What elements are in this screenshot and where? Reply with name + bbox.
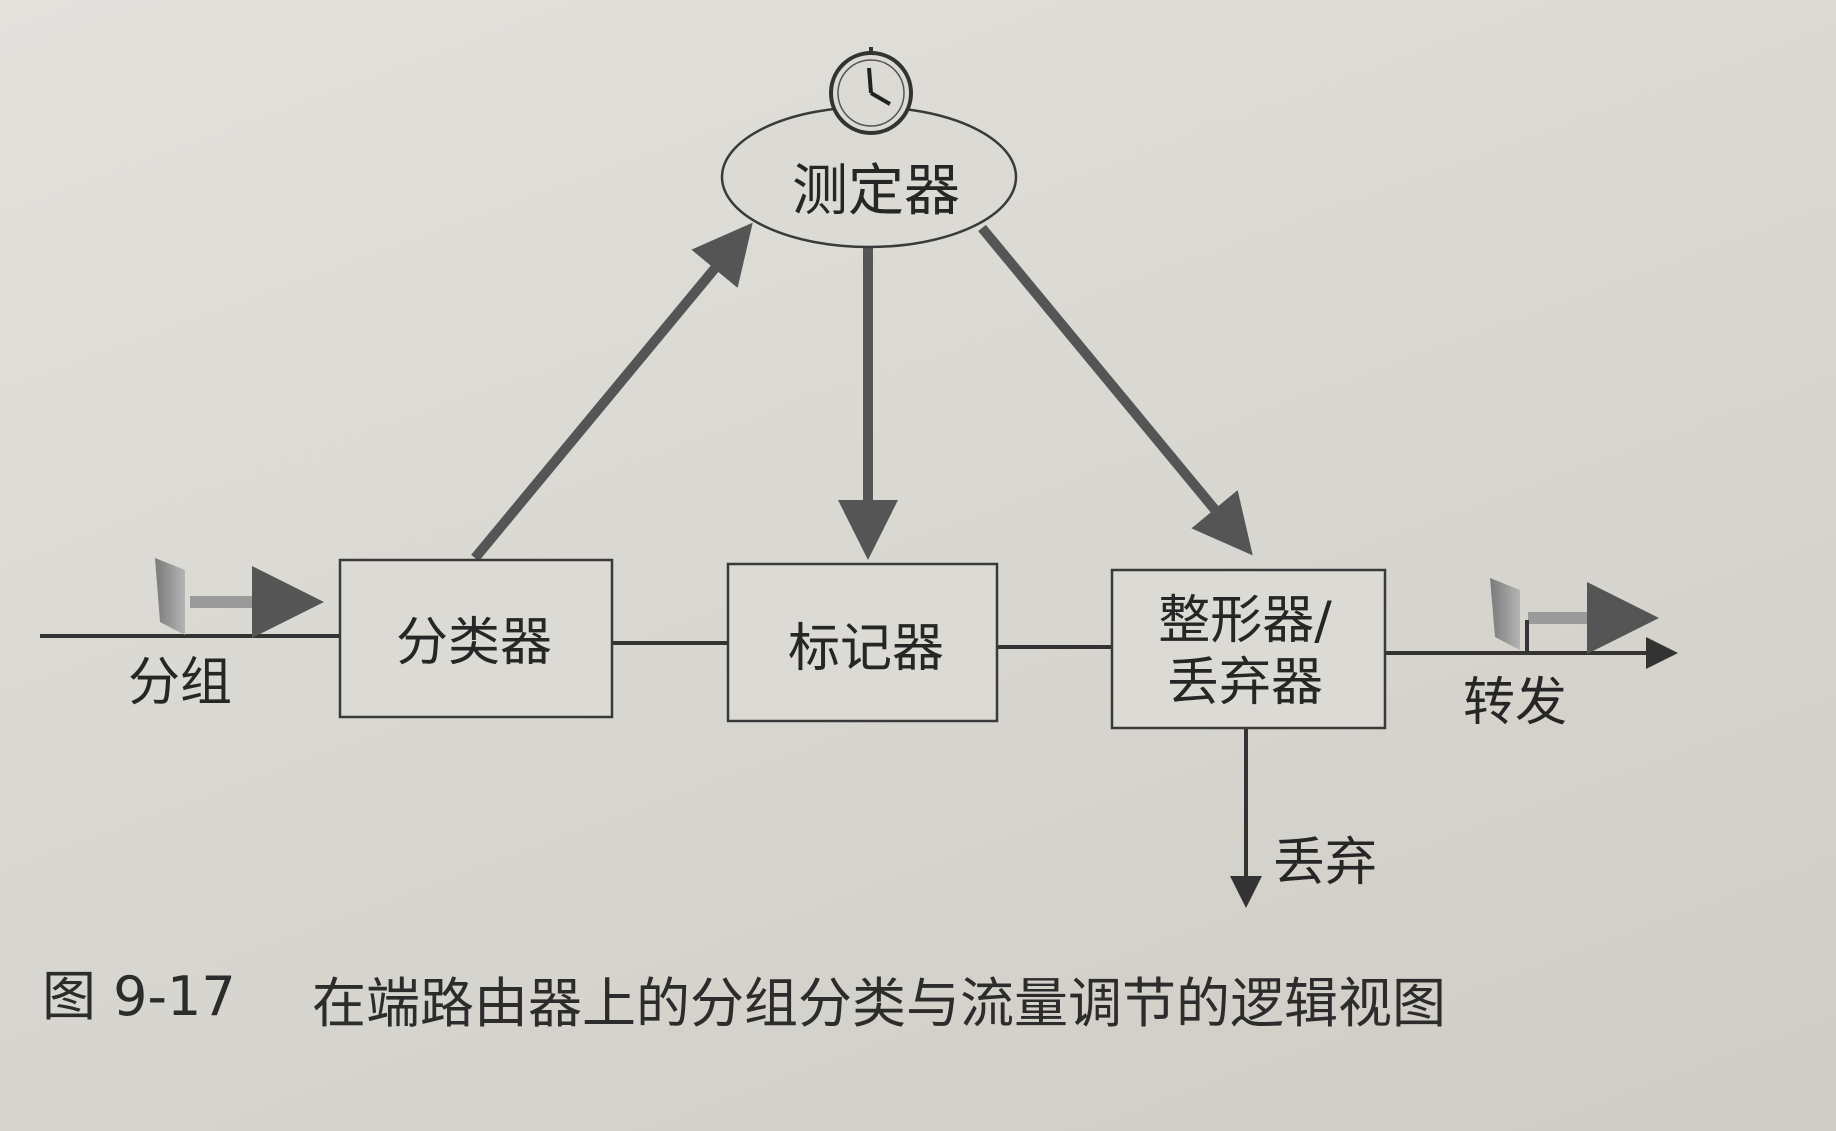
drop-label: 丢弃: [1273, 833, 1377, 893]
shaper-label-line1: 整形器/: [1158, 591, 1332, 651]
classifier-label: 分类器: [396, 613, 552, 673]
meter-to-shaper-arrow: [978, 224, 1253, 556]
meter-label: 测定器: [792, 159, 960, 224]
classifier-to-meter-arrow: [471, 222, 753, 562]
packet-icon: [1490, 578, 1659, 654]
shaper-label-line2: 丢弃器: [1167, 653, 1323, 713]
marker-box: [726, 562, 999, 723]
figure-caption: 在端路由器上的分组分类与流量调节的逻辑视图: [312, 972, 1446, 1035]
marker-label: 标记器: [788, 619, 944, 679]
packet-icon: [155, 558, 324, 638]
classifier-box: [338, 558, 614, 719]
figure-number: 图 9-17: [42, 965, 236, 1028]
clock-icon: [829, 47, 913, 135]
packets-label: 分组: [128, 653, 232, 713]
forward-label: 转发: [1463, 673, 1567, 733]
shaper-dropper-box: [1110, 568, 1387, 730]
